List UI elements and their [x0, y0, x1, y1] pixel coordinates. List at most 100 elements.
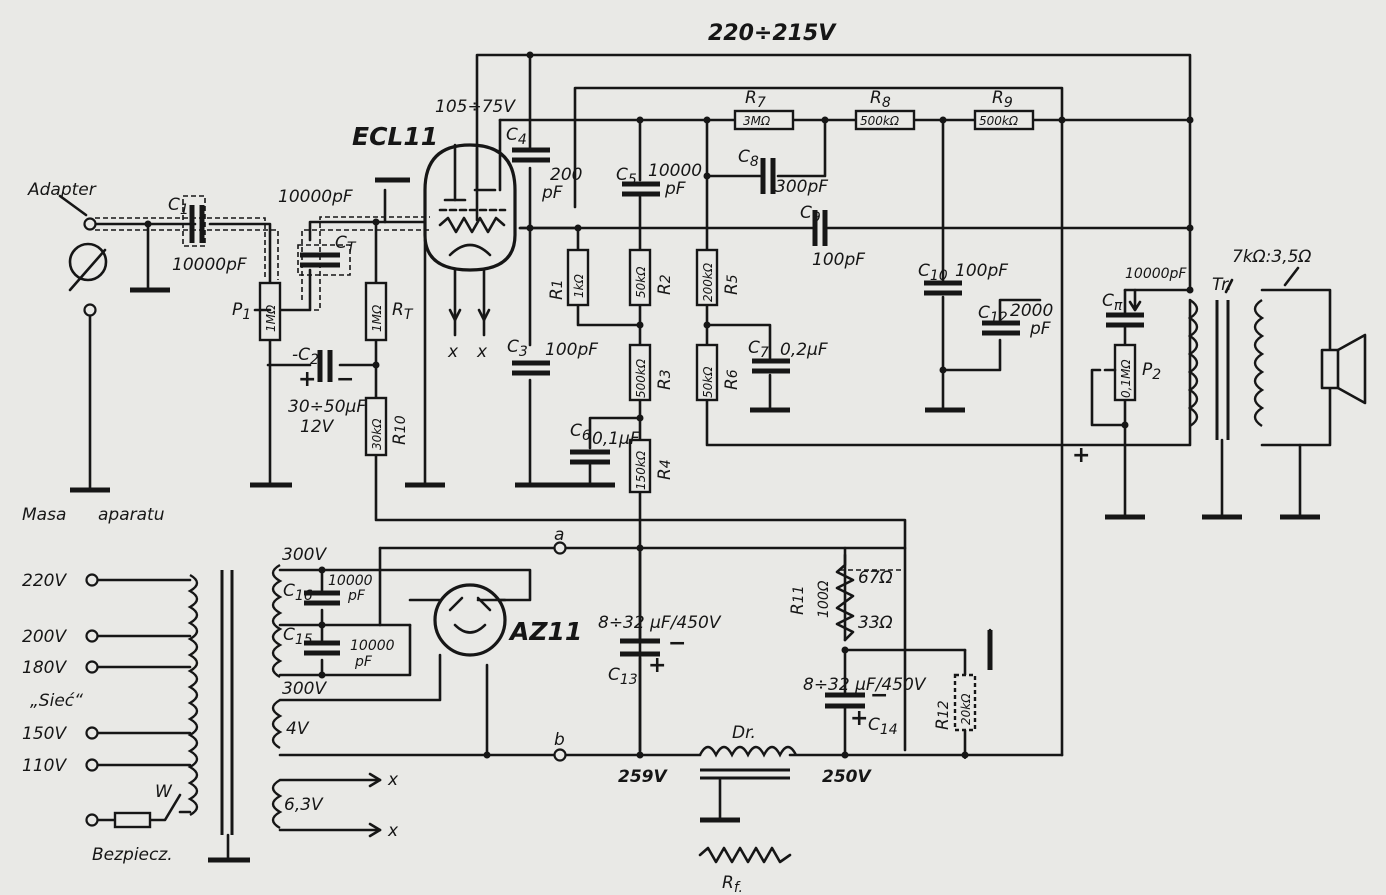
fuse	[113, 811, 152, 829]
rf-label: Rf.	[722, 873, 743, 895]
resistor-r11	[835, 553, 855, 642]
capacitor-ct	[300, 252, 340, 268]
speaker	[1320, 333, 1367, 405]
rt-value: 1MΩ	[370, 304, 384, 332]
p2-value: 0,1MΩ	[1119, 359, 1133, 398]
junctions	[144, 51, 1194, 759]
c13-label: C13	[608, 665, 638, 688]
c15-value: 10000	[350, 638, 395, 654]
filament-x-3: x	[387, 770, 399, 790]
c2-voltage: 12V	[300, 417, 335, 437]
capacitor-c6	[570, 449, 610, 465]
az11-tube	[433, 583, 507, 657]
r8-label: R8	[870, 88, 891, 111]
resistor-r1	[566, 248, 590, 307]
r12-label: R12	[933, 700, 953, 730]
r7-label: R7	[745, 88, 766, 111]
winding-300v-bottom: 300V	[282, 679, 327, 699]
c5-label: C5	[616, 165, 637, 188]
r1-label: R1	[547, 279, 567, 300]
r11-label: R11	[788, 585, 808, 615]
capacitor-cpi	[1106, 312, 1144, 328]
filament-x-2: x	[476, 342, 488, 362]
capacitor-c10	[924, 280, 962, 296]
r4-label: R4	[655, 459, 675, 480]
cpi-value: 10000pF	[1125, 266, 1187, 282]
resistor-r8	[854, 109, 916, 131]
c12-unit: pF	[1029, 319, 1051, 339]
c1-label: C1	[168, 195, 189, 218]
capacitor-c3	[512, 360, 550, 376]
transformers	[187, 288, 1332, 835]
winding-6-3v: 6,3V	[284, 795, 324, 815]
c4-label: C4	[506, 125, 527, 148]
r3-value: 500kΩ	[634, 358, 648, 398]
p1-label: P1	[232, 300, 251, 323]
c10-value: 100pF	[955, 261, 1008, 281]
c9-value: 100pF	[812, 250, 865, 270]
output-transformer-ratio: 7kΩ:3,5Ω	[1232, 247, 1311, 267]
tap-150v: 150V	[22, 724, 67, 744]
r5-label: R5	[722, 274, 742, 295]
adapter-pickup	[68, 242, 108, 282]
c2-minus: −	[336, 367, 354, 392]
labels: 220÷215V 105÷75V ECL11 AZ11 Adapter Masa…	[22, 21, 1311, 895]
grounds	[70, 177, 1320, 863]
capacitor-c9	[812, 210, 828, 246]
c13-plus: +	[648, 653, 666, 678]
c16-unit: pF	[347, 588, 366, 604]
c13-minus: −	[668, 631, 686, 656]
c16-value: 10000	[328, 573, 373, 589]
r11-bottom-value: 33Ω	[858, 613, 893, 633]
node-250v: 250V	[822, 767, 872, 787]
r5-value: 200kΩ	[701, 262, 715, 302]
resistor-r7	[733, 109, 795, 131]
c8-value: 300pF	[775, 177, 828, 197]
c5-value: 10000	[648, 161, 702, 181]
node-b: b	[554, 730, 565, 750]
ecl11-tube	[423, 143, 517, 272]
r3-label: R3	[655, 369, 675, 390]
terminals	[83, 217, 567, 827]
r9-value: 500kΩ	[979, 114, 1019, 128]
c1-value: 10000pF	[172, 255, 247, 275]
c2-plus: +	[298, 367, 316, 392]
az11-label: AZ11	[508, 617, 582, 646]
ground-label-aparatu: aparatu	[98, 505, 165, 525]
wiring	[68, 53, 1302, 862]
tap-220v: 220V	[22, 571, 67, 591]
c7-label: C7	[748, 338, 769, 361]
capacitor-c14	[825, 692, 865, 709]
ct-label: CT	[335, 233, 357, 256]
resistor-r10	[364, 396, 388, 457]
filament-x-4: x	[387, 821, 399, 841]
adapter-label: Adapter	[27, 180, 97, 200]
r6-label: R6	[722, 369, 742, 390]
c12-label: C12	[978, 303, 1008, 326]
r8-value: 500kΩ	[860, 114, 900, 128]
r11-value: 100Ω	[816, 580, 832, 618]
p1-value: 1MΩ	[264, 304, 278, 332]
node-a: a	[554, 525, 564, 545]
arrows	[58, 194, 1300, 838]
ecl11-label: ECL11	[352, 122, 438, 151]
mains-label: „Sieć“	[30, 691, 83, 711]
c9-label: C9	[800, 203, 821, 226]
r2-value: 50kΩ	[634, 266, 648, 298]
r12-value: 20kΩ	[959, 693, 973, 725]
winding-4v: 4V	[286, 719, 310, 739]
capacitor-c4	[512, 147, 550, 163]
tap-110v: 110V	[22, 756, 67, 776]
node-259v: 259V	[618, 767, 668, 787]
c14-label: C14	[868, 715, 898, 738]
c4-value: 200	[550, 165, 582, 185]
c4-unit: pF	[541, 183, 563, 203]
resistor-r5	[695, 248, 719, 307]
resistor-rf	[698, 846, 792, 864]
r2-label: R2	[655, 274, 675, 295]
r11-top-value: 67Ω	[858, 568, 893, 588]
capacitor-c13	[620, 638, 660, 657]
c2-label: -C2	[292, 345, 319, 368]
c15-unit: pF	[354, 654, 373, 670]
c3-value: 100pF	[545, 340, 598, 360]
